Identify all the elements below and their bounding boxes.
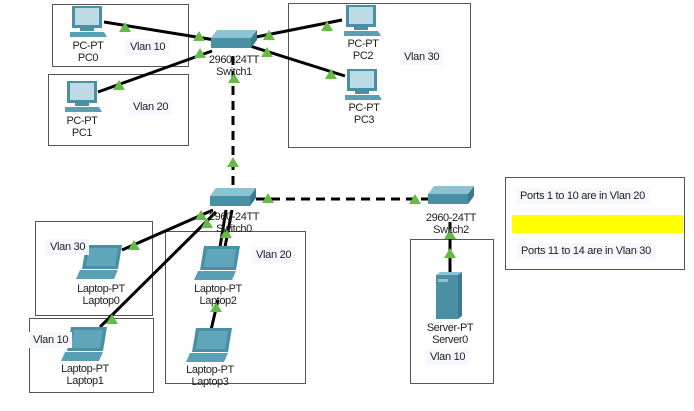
vlan-area-pc2-pc3 <box>288 3 471 148</box>
pc-icon[interactable] <box>65 80 105 114</box>
link-up-icon <box>195 210 207 220</box>
vlan-label: Vlan 20 <box>129 99 173 115</box>
device-name: Switch1 <box>216 66 252 78</box>
link-up-icon <box>228 73 240 83</box>
note-line-1: Ports 1 to 10 are in Vlan 20 <box>516 188 649 204</box>
vlan-label: Vlan 20 <box>252 247 296 263</box>
link-status-indicators <box>106 21 456 324</box>
note-line-2: Ports 11 to 14 are in Vlan 30 <box>517 243 655 259</box>
device-model: 2960-24TT <box>208 54 260 66</box>
device-name: Server0 <box>432 334 468 346</box>
device-name: PC3 <box>353 114 375 126</box>
pc-icon[interactable] <box>70 5 110 39</box>
vlan-label: Vlan 10 <box>126 39 170 55</box>
switch-icon[interactable] <box>428 186 474 206</box>
device-name: Laptop0 <box>82 295 120 307</box>
device-name: Laptop3 <box>191 376 229 388</box>
vlan-label: Vlan 10 <box>426 349 470 365</box>
vlan-label: Vlan 10 <box>29 332 73 348</box>
vlan-area-server0 <box>410 239 494 384</box>
link-up-icon <box>444 248 456 258</box>
device-model: PC-PT <box>347 38 379 50</box>
link-up-icon <box>119 22 131 32</box>
laptop-icon[interactable] <box>194 246 242 282</box>
link-up-icon <box>220 228 232 238</box>
note-box <box>505 177 685 270</box>
link-up-icon <box>321 21 333 31</box>
device-model: Laptop-PT <box>61 363 109 375</box>
link-switch0-laptop2-a <box>218 209 228 248</box>
device-model: PC-PT <box>66 115 98 127</box>
link-up-icon <box>325 69 337 79</box>
device-model: PC-PT <box>72 40 104 52</box>
pc-icon[interactable] <box>345 68 385 102</box>
server-icon[interactable] <box>435 272 463 320</box>
link-up-icon <box>194 48 206 58</box>
vlan-area-laptop1 <box>29 318 154 393</box>
link-up-icon <box>113 80 125 90</box>
vlan-area-laptop2-laptop3 <box>165 231 306 384</box>
vlan-area-laptop0 <box>35 221 153 316</box>
link-up-icon <box>227 157 239 167</box>
link-up-icon <box>261 47 273 57</box>
link-up-icon <box>201 218 213 228</box>
link-up-icon <box>262 193 274 203</box>
device-model: 2960-24TT <box>208 211 260 223</box>
vlan-label: Vlan 30 <box>400 49 444 65</box>
switch-icon[interactable] <box>210 188 256 208</box>
device-name: PC1 <box>71 127 93 139</box>
laptop-icon[interactable] <box>76 245 124 281</box>
device-model: 2960-24TT <box>425 212 477 224</box>
link-up-icon <box>263 30 275 40</box>
link-up-icon <box>128 240 140 250</box>
vlan-label: Vlan 30 <box>46 239 90 255</box>
device-name: Laptop1 <box>66 375 104 387</box>
link-up-icon <box>193 31 205 41</box>
device-name: PC0 <box>77 52 99 64</box>
link-up-icon <box>210 302 222 312</box>
link-switch0-laptop1 <box>98 210 218 329</box>
pc-icon[interactable] <box>344 4 384 38</box>
device-model: Server-PT <box>426 322 474 334</box>
device-model: Laptop-PT <box>77 283 125 295</box>
link-switch0-laptop2-b <box>223 209 234 248</box>
device-name: Switch2 <box>433 224 469 236</box>
vlan-area-pc1 <box>48 74 189 146</box>
switch-icon[interactable] <box>211 30 257 50</box>
yellow-highlight <box>512 215 683 233</box>
device-name: Laptop2 <box>199 295 237 307</box>
link-up-icon <box>444 229 456 239</box>
laptop-icon[interactable] <box>186 328 234 364</box>
link-up-icon <box>106 314 118 324</box>
laptop-icon[interactable] <box>61 327 109 363</box>
device-model: Laptop-PT <box>186 364 234 376</box>
device-model: Laptop-PT <box>194 283 242 295</box>
device-model: PC-PT <box>348 102 380 114</box>
link-up-icon <box>409 194 421 204</box>
device-name: PC2 <box>352 50 374 62</box>
device-name: Switch0 <box>216 223 252 235</box>
